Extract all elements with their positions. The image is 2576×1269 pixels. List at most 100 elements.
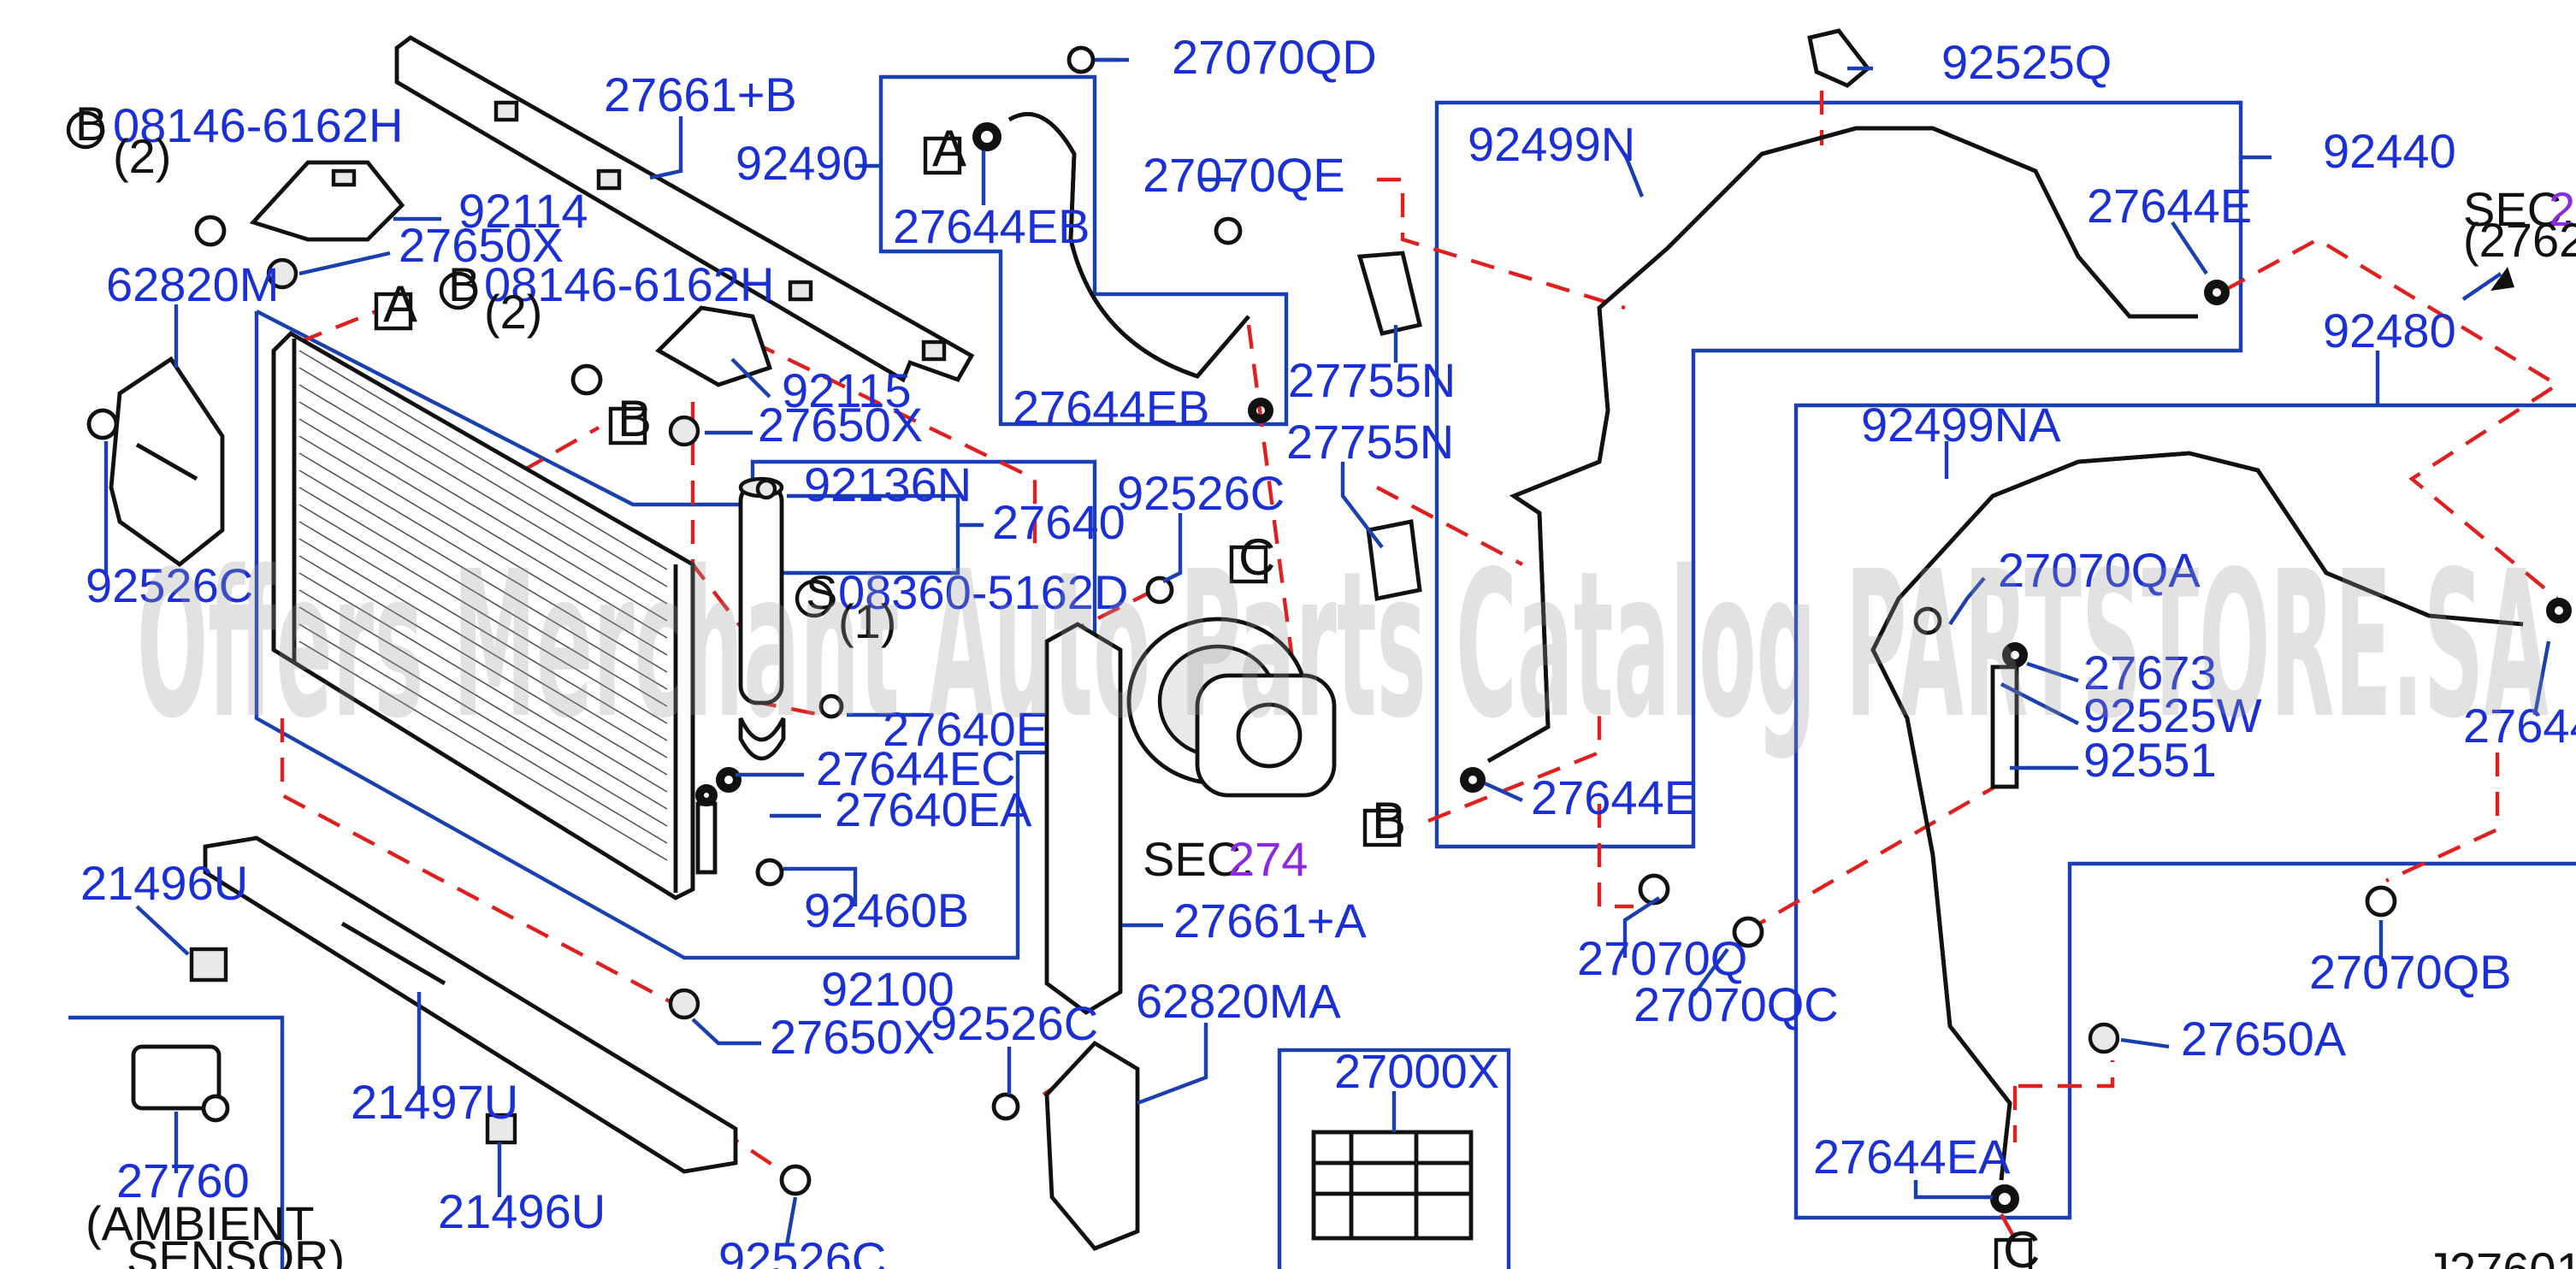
label-box-27000x	[1277, 1048, 1511, 1269]
label-27070qe[interactable]: 27070QE	[1143, 148, 1345, 202]
callout-c-1: C	[1229, 528, 1275, 586]
label-27070qa[interactable]: 27070QA	[1998, 543, 2201, 597]
label-27760-desc-1: (AMBIENT	[86, 1196, 315, 1250]
label-27661b[interactable]: 27661+B	[604, 68, 797, 121]
lower-seal-21497u	[203, 835, 738, 1174]
label-27760-desc-2: SENSOR)	[127, 1231, 345, 1269]
label-27000x[interactable]: 27000X	[1334, 1044, 1499, 1098]
label-27661a[interactable]: 27661+A	[1173, 894, 1367, 947]
callout-b-1: B	[608, 390, 652, 447]
label-08360-5162d[interactable]: 08360-5162D	[838, 565, 1128, 619]
svg-text:B: B	[1372, 792, 1406, 849]
svg-text:B: B	[617, 390, 652, 447]
svg-text:C: C	[2003, 1221, 2040, 1269]
label-92136n[interactable]: 92136N	[804, 457, 972, 511]
air-guide-62820m	[109, 356, 225, 568]
svg-text:SEC.: SEC.	[2463, 182, 2575, 236]
label-92480[interactable]: 92480	[2323, 304, 2456, 357]
label-27650x-1[interactable]: 27650X	[399, 218, 564, 272]
label-27650x-3[interactable]: 27650X	[770, 1010, 935, 1064]
label-08146-qty-1: (2)	[113, 129, 171, 183]
label-27755n-1[interactable]: 27755N	[1288, 353, 1456, 407]
label-92526c-left[interactable]: 92526C	[86, 558, 253, 612]
hose-92490	[972, 112, 1273, 423]
label-27650a[interactable]: 27650A	[2181, 1012, 2347, 1065]
label-92526c-low[interactable]: 92526C	[931, 996, 1098, 1050]
label-92114[interactable]: 92114	[458, 184, 588, 238]
hose-group-box-92490	[855, 74, 1289, 427]
label-27760[interactable]: 27760	[116, 1154, 250, 1207]
clip-27755n-2	[1366, 519, 1422, 601]
bolt-mark-b-2: B	[439, 257, 480, 311]
label-27650x-2[interactable]: 27650X	[758, 398, 923, 452]
pipe-group-box-92440	[1434, 100, 2272, 849]
seal-pad-21496u-1	[189, 947, 228, 983]
label-21497u[interactable]: 21497U	[351, 1075, 518, 1129]
svg-text:271: 271	[2549, 182, 2576, 236]
label-92115[interactable]: 92115	[782, 363, 912, 417]
label-62820ma[interactable]: 62820MA	[1136, 974, 1341, 1028]
label-08146-6162h-1[interactable]: 08146-6162H	[113, 98, 403, 152]
bolt-icons	[86, 45, 2397, 1196]
leader-27640	[778, 525, 960, 575]
ambient-sensor-27760	[131, 1044, 230, 1123]
callout-a-2: A	[923, 120, 966, 177]
label-92526c-bottom[interactable]: 92526C	[718, 1232, 886, 1269]
label-92525q[interactable]: 92525Q	[1941, 35, 2112, 89]
callout-a-1: A	[374, 275, 417, 333]
clip-27755n-1	[1356, 251, 1422, 336]
label-92490[interactable]: 92490	[736, 136, 869, 190]
leader-92136n	[787, 493, 984, 528]
label-plate-27000x	[1311, 1130, 1474, 1241]
svg-text:A: A	[383, 275, 417, 333]
label-27644e-top[interactable]: 27644E	[2087, 179, 2252, 233]
svg-text:A: A	[932, 120, 966, 177]
section-ref-274[interactable]: SEC. 274	[1143, 832, 1308, 886]
label-27070qc[interactable]: 27070QC	[1634, 977, 1839, 1031]
svg-text:SEC.: SEC.	[1143, 832, 1255, 886]
label-27070qd[interactable]: 27070QD	[1172, 30, 1377, 84]
air-guide-62820ma	[1044, 1040, 1140, 1251]
svg-text:S: S	[806, 565, 837, 619]
label-27755n-2[interactable]: 27755N	[1286, 415, 1454, 469]
arrow-sec271-icon	[2490, 267, 2514, 291]
label-92499n[interactable]: 92499N	[1468, 117, 1635, 171]
ambient-sensor-box	[68, 1015, 285, 1269]
label-27644p[interactable]: 27644P	[2463, 699, 2576, 753]
label-92460b[interactable]: 92460B	[804, 883, 969, 937]
label-92526c-mid[interactable]: 92526C	[1117, 466, 1285, 520]
label-92499na[interactable]: 92499NA	[1861, 398, 2061, 452]
label-27640ea[interactable]: 27640EA	[835, 782, 1032, 836]
diagram-code: J27601ND	[2425, 1242, 2576, 1269]
leader-lines	[103, 57, 2551, 1246]
label-27644e-mid[interactable]: 27644E	[1531, 770, 1696, 824]
label-27644eb-bottom[interactable]: 27644EB	[1013, 381, 1209, 434]
clip-92525q	[1807, 28, 1871, 88]
label-08146-6162h-2[interactable]: 08146-6162H	[484, 257, 774, 311]
label-27070qb[interactable]: 27070QB	[2309, 945, 2512, 999]
section-ref-271[interactable]: SEC. 271 (27624)	[2463, 182, 2576, 267]
svg-text:(27624): (27624)	[2463, 213, 2576, 267]
label-92525w[interactable]: 92525W	[2083, 688, 2262, 742]
label-27070q[interactable]: 27070Q	[1577, 931, 1747, 985]
label-08146-qty-2: (2)	[484, 285, 542, 339]
air-guide-27661a	[1044, 622, 1123, 1015]
label-92551[interactable]: 92551	[2083, 733, 2217, 787]
pipe-92480	[1870, 451, 2572, 1213]
label-92100[interactable]: 92100	[821, 962, 954, 1016]
label-21496u-1[interactable]: 21496U	[80, 856, 248, 910]
label-27640[interactable]: 27640	[992, 495, 1126, 549]
label-27673[interactable]: 27673	[2083, 646, 2217, 699]
label-08360-qty: (1)	[838, 594, 896, 648]
label-21496u-2[interactable]: 21496U	[438, 1184, 606, 1238]
label-27644ea[interactable]: 27644EA	[1813, 1130, 2011, 1183]
label-27644eb-top[interactable]: 27644EB	[893, 199, 1090, 253]
label-92440[interactable]: 92440	[2323, 124, 2456, 178]
svg-text:C: C	[1238, 528, 1275, 586]
label-27640e[interactable]: 27640E	[883, 702, 1048, 756]
label-27644ec[interactable]: 27644EC	[816, 741, 1016, 795]
upper-seal-27661b	[394, 35, 975, 383]
bolt-mark-s: S	[795, 565, 837, 619]
label-62820m[interactable]: 62820M	[106, 257, 279, 311]
